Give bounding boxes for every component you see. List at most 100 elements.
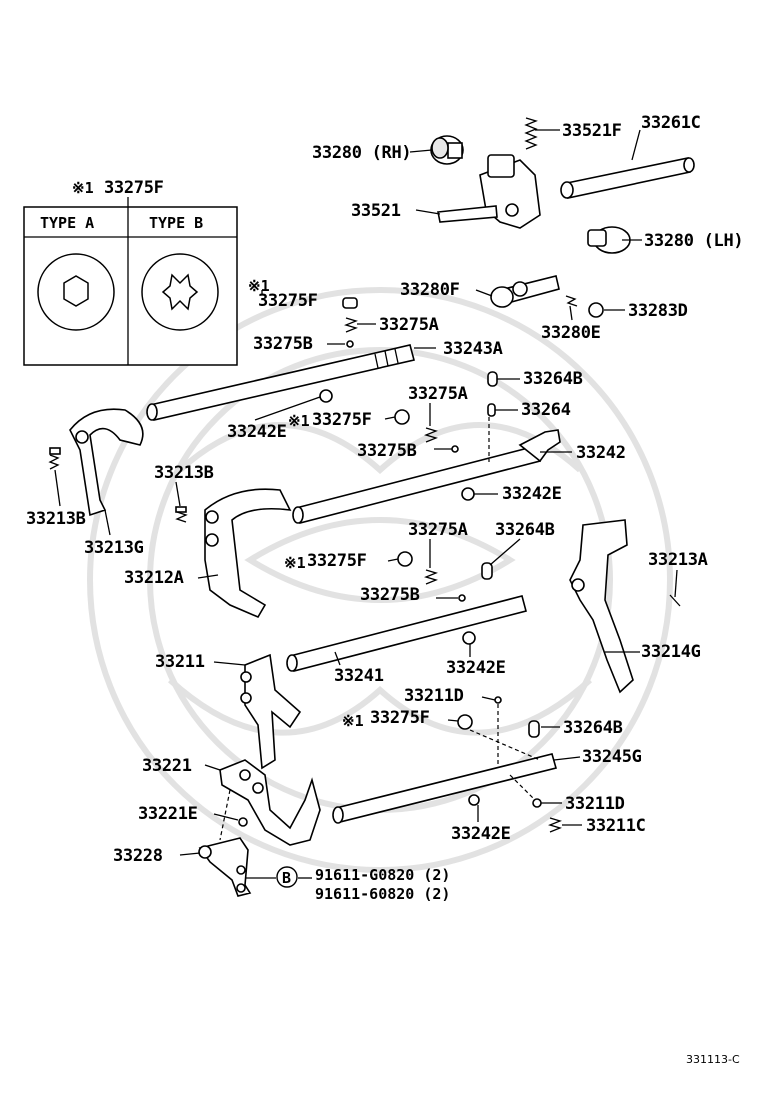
label-33213b-a: 33213B bbox=[154, 463, 214, 483]
ball-33211d-lower bbox=[532, 798, 542, 808]
plug-33275f-lowest bbox=[457, 714, 473, 730]
label-33243a: 33243A bbox=[443, 339, 503, 359]
label-33264b-b: 33264B bbox=[495, 520, 555, 540]
diagram-code: 331113-C bbox=[686, 1053, 740, 1066]
part-33283d bbox=[565, 295, 604, 318]
part-labels: 33521F 33261C 33280 (RH) 33521 33280 (LH… bbox=[26, 113, 744, 1066]
ref-b-circle bbox=[276, 866, 298, 888]
part-33242-shaft bbox=[292, 417, 561, 524]
label-33213g: 33213G bbox=[84, 538, 144, 558]
ref-mark-d: ※1 bbox=[342, 712, 364, 730]
label-33280e: 33280E bbox=[541, 323, 601, 343]
part-33280f bbox=[490, 275, 560, 308]
label-33521f: 33521F bbox=[562, 121, 622, 141]
spring-33211c bbox=[548, 817, 562, 833]
label-33221: 33221 bbox=[142, 756, 192, 776]
part-33212a-fork bbox=[204, 488, 292, 619]
clip-33242e-mid bbox=[461, 487, 475, 501]
inset-ref-mark: ※1 bbox=[72, 179, 94, 197]
ref-mark-c: ※1 bbox=[284, 554, 306, 572]
clip-33221e bbox=[238, 817, 248, 827]
part-33213g-fork bbox=[69, 408, 144, 517]
label-33275f-b: 33275F bbox=[312, 410, 372, 430]
label-33228: 33228 bbox=[113, 846, 163, 866]
label-33242e-c: 33242E bbox=[446, 658, 506, 678]
label-33242e-d: 33242E bbox=[451, 824, 511, 844]
label-33242: 33242 bbox=[576, 443, 626, 463]
label-33275f-d: 33275F bbox=[370, 708, 430, 728]
label-33261c: 33261C bbox=[641, 113, 701, 133]
label-bolt-g0820: 91611-G0820 (2) bbox=[315, 866, 450, 884]
label-33264: 33264 bbox=[521, 400, 571, 420]
part-33521f-spring bbox=[524, 117, 538, 150]
spring-33275a-mid bbox=[424, 427, 438, 443]
label-bolt-60820: 91611-60820 (2) bbox=[315, 885, 450, 903]
ball-33211d-upper bbox=[494, 696, 502, 704]
ball-33275b-low bbox=[458, 594, 466, 602]
part-33211-lever bbox=[240, 653, 302, 770]
inset-part-number: 33275F bbox=[104, 178, 164, 198]
label-33264b-a: 33264B bbox=[523, 369, 583, 389]
part-33280-rh bbox=[430, 135, 464, 165]
bolt-33213b-mid bbox=[175, 506, 188, 523]
part-33261c-shaft bbox=[560, 157, 695, 199]
label-33211d-b: 33211D bbox=[565, 794, 625, 814]
label-33242e-b: 33242E bbox=[502, 484, 562, 504]
label-33280-lh: 33280 (LH) bbox=[644, 231, 743, 251]
label-33242e-a: 33242E bbox=[227, 422, 287, 442]
label-33221e: 33221E bbox=[138, 804, 198, 824]
label-33275f-c: 33275F bbox=[307, 551, 367, 571]
pin-33213a bbox=[669, 594, 681, 607]
type-a-header: TYPE A bbox=[40, 214, 94, 232]
part-33243a-shaft bbox=[146, 344, 415, 421]
label-33275b-a: 33275B bbox=[253, 334, 313, 354]
part-33221-fork bbox=[219, 759, 321, 846]
label-33280f: 33280F bbox=[400, 280, 460, 300]
label-33264b-c: 33264B bbox=[563, 718, 623, 738]
label-33275a-a: 33275A bbox=[379, 315, 439, 335]
label-33275f-a: 33275F bbox=[258, 291, 318, 311]
hex-socket-icon bbox=[63, 275, 89, 307]
label-33275b-c: 33275B bbox=[360, 585, 420, 605]
label-33212a: 33212A bbox=[124, 568, 184, 588]
torx-socket-icon bbox=[161, 273, 199, 311]
label-33280-rh: 33280 (RH) bbox=[312, 143, 411, 163]
label-33275a-b: 33275A bbox=[408, 384, 468, 404]
pin-33264b-mid bbox=[481, 562, 493, 580]
part-33245g-shaft bbox=[332, 704, 557, 824]
fastener-type-inset: ※1 33275F TYPE A TYPE B bbox=[23, 178, 238, 366]
part-33214g-fork bbox=[569, 519, 634, 694]
label-33213b-b: 33213B bbox=[26, 509, 86, 529]
part-33280-lh bbox=[587, 226, 631, 254]
ref-mark-b: ※1 bbox=[288, 412, 310, 430]
label-33521: 33521 bbox=[351, 201, 401, 221]
label-33275a-c: 33275A bbox=[408, 520, 468, 540]
pin-33264b-upper bbox=[487, 371, 498, 387]
spring-33275a-low bbox=[424, 569, 438, 585]
ref-mark-a: ※1 bbox=[248, 277, 270, 295]
ball-33275b-mid bbox=[451, 445, 459, 453]
pin-33264b-low bbox=[528, 720, 540, 738]
clip-33242e-low bbox=[462, 631, 476, 645]
clip-33242e-lowest bbox=[468, 794, 480, 806]
label-33241: 33241 bbox=[334, 666, 384, 686]
part-33275f-upper bbox=[342, 297, 358, 348]
label-33211: 33211 bbox=[155, 652, 205, 672]
plug-33275f-mid bbox=[394, 409, 410, 425]
label-33275b-b: 33275B bbox=[357, 441, 417, 461]
plug-33275f-low bbox=[397, 551, 413, 567]
ref-b-letter: B bbox=[282, 869, 291, 887]
label-33214g: 33214G bbox=[641, 642, 701, 662]
label-33211c: 33211C bbox=[586, 816, 646, 836]
type-b-header: TYPE B bbox=[149, 214, 203, 232]
label-33283d: 33283D bbox=[628, 301, 688, 321]
clip-33242e-upper bbox=[319, 389, 333, 403]
label-33213a: 33213A bbox=[648, 550, 708, 570]
leader-lines bbox=[54, 129, 678, 879]
pin-33264 bbox=[487, 403, 496, 417]
label-33211d-a: 33211D bbox=[404, 686, 464, 706]
part-33228-bracket bbox=[198, 837, 252, 897]
bolt-33213b-left bbox=[48, 447, 61, 470]
part-33521-housing bbox=[437, 154, 541, 229]
